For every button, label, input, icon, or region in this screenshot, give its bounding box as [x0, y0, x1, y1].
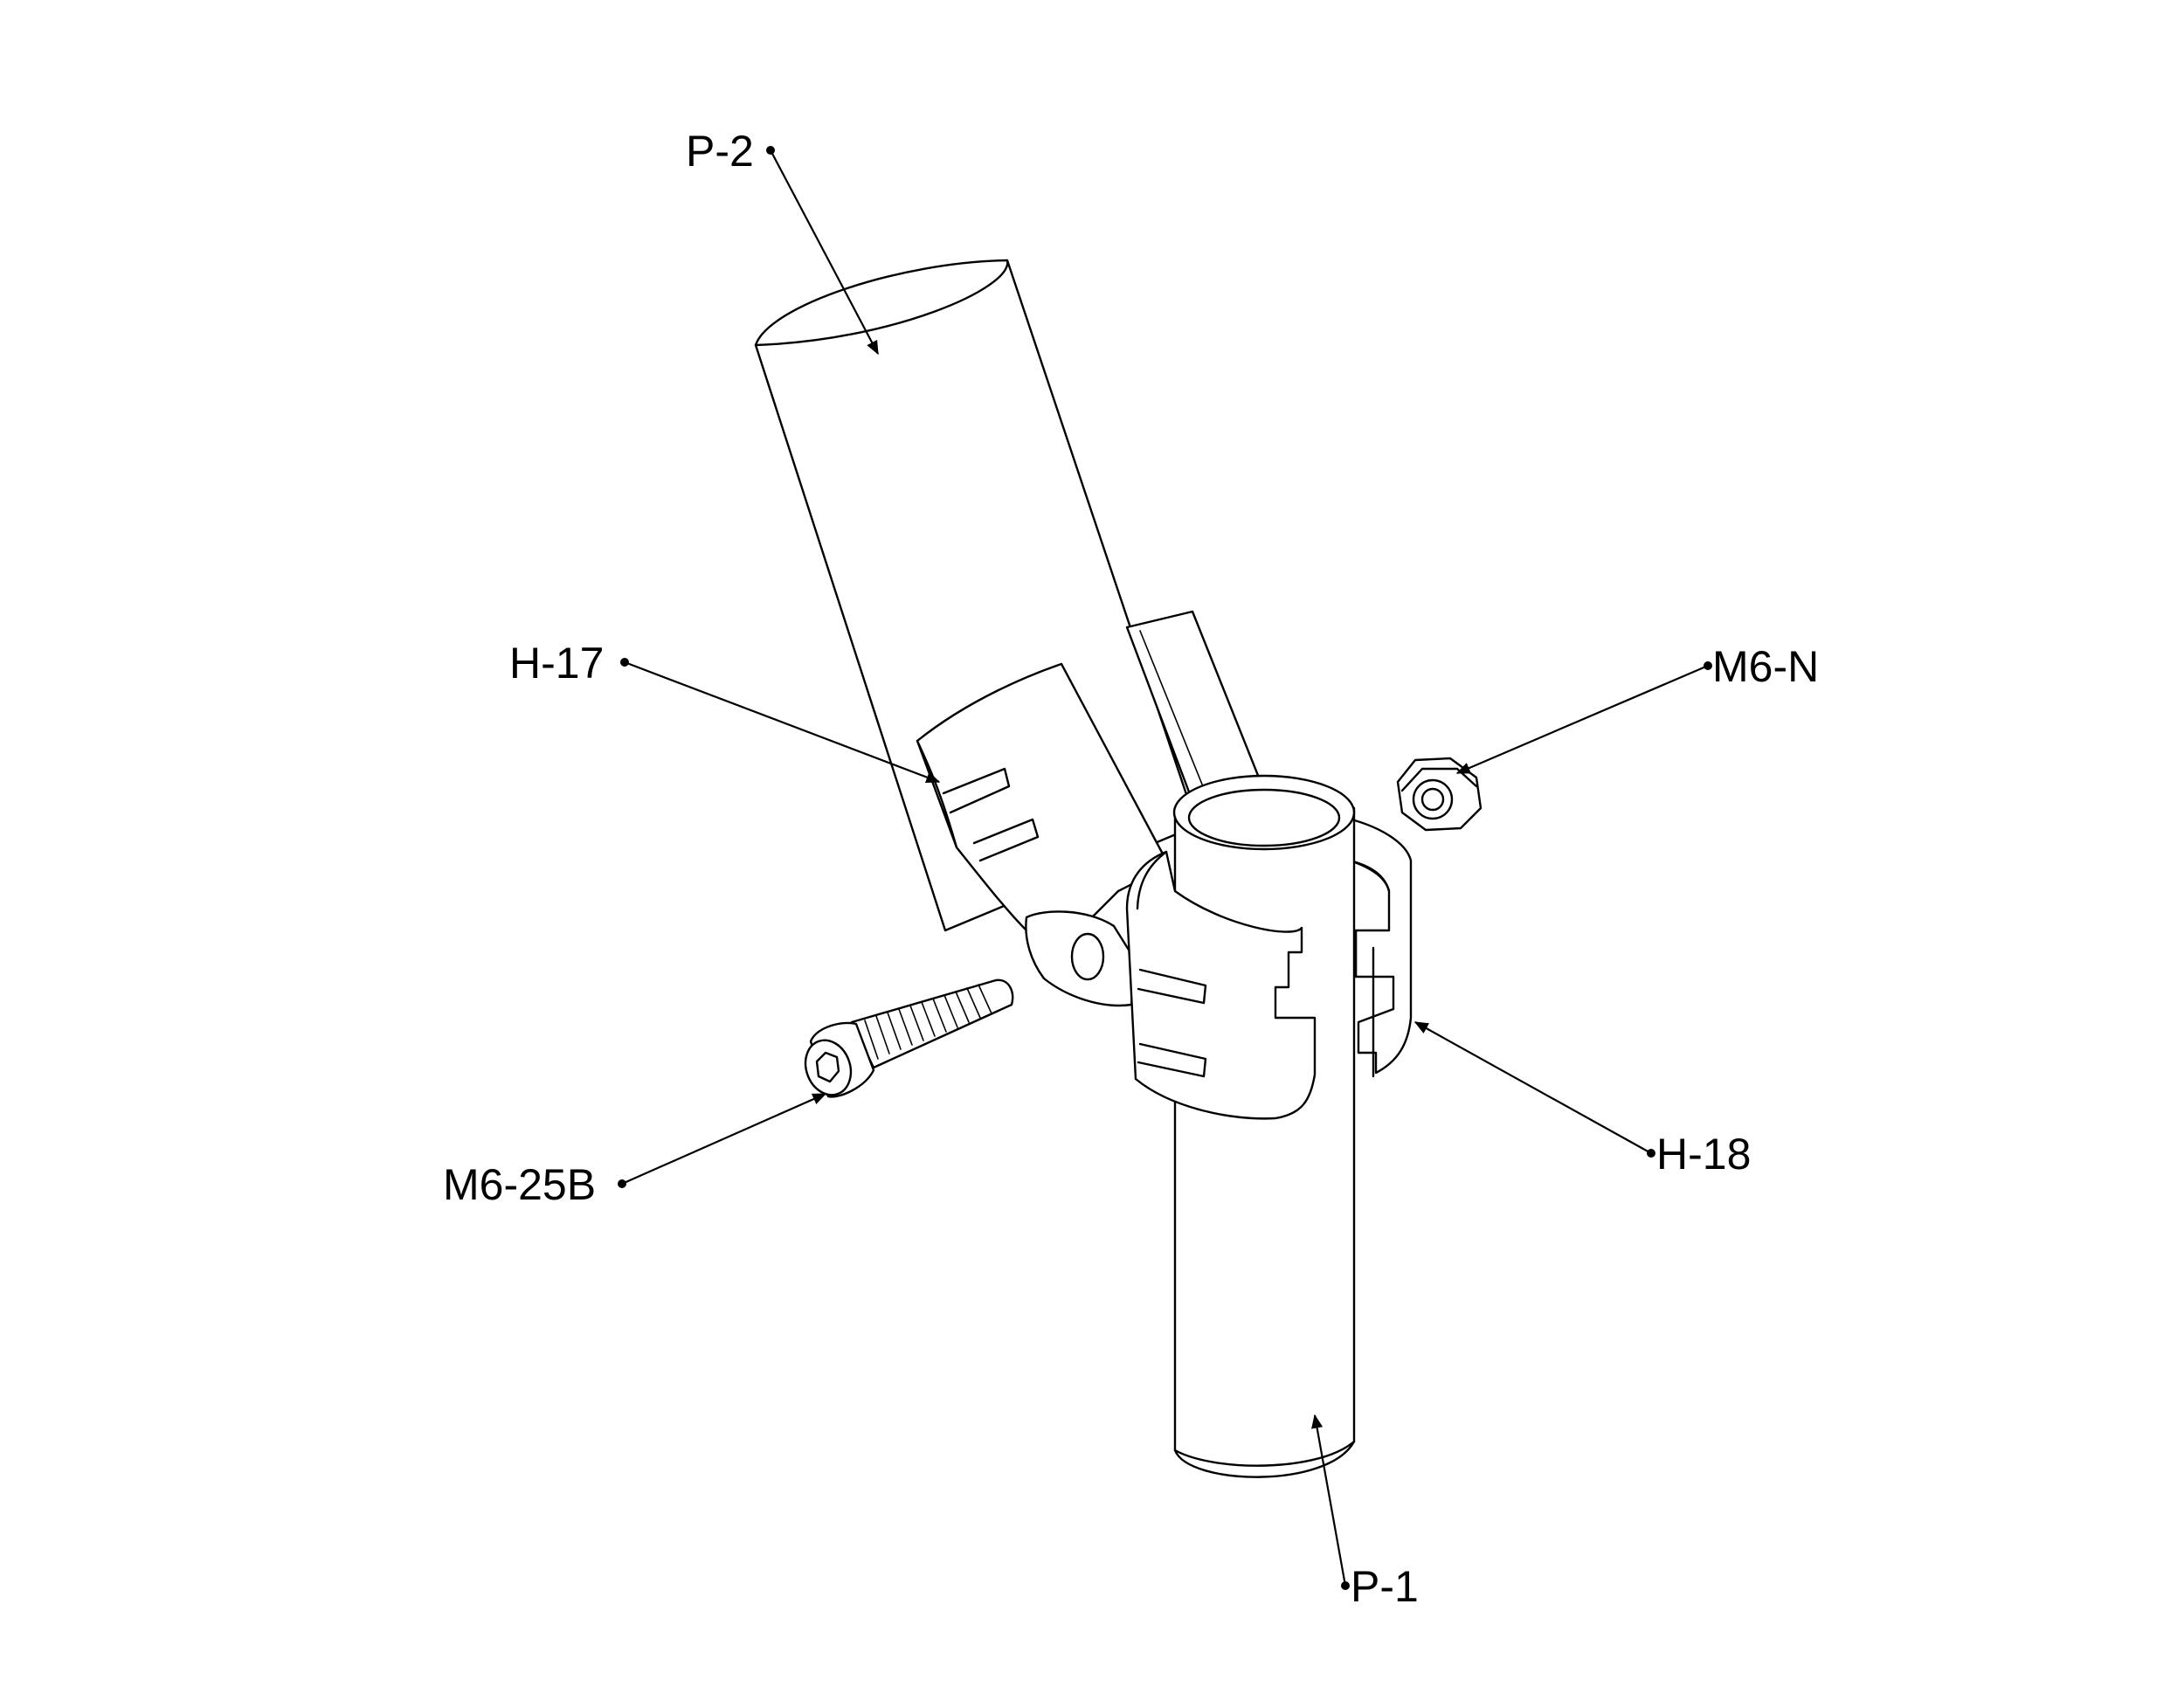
callout-m625b: M6-25B — [443, 1160, 596, 1209]
pipe-p1 — [1172, 774, 1356, 1478]
leader-h18 — [1413, 1021, 1652, 1154]
callout-dots — [618, 146, 1712, 1590]
nut-m6n — [1396, 757, 1482, 832]
callout-h17: H-17 — [509, 639, 604, 688]
clamp-h17-band — [1125, 850, 1317, 1120]
callout-p2: P-2 — [686, 127, 754, 176]
clamp-h17 — [916, 662, 1168, 1007]
leader-p1 — [1311, 1414, 1347, 1587]
leader-lines — [621, 149, 1709, 1587]
callout-m6n: M6-N — [1712, 642, 1819, 691]
leader-m625b — [621, 1092, 827, 1186]
clamp-h18 — [1339, 815, 1413, 1078]
leader-h17 — [624, 660, 941, 784]
leader-m6n — [1455, 664, 1709, 775]
callout-h18: H-18 — [1656, 1130, 1751, 1179]
bolt-m625b — [804, 978, 1014, 1098]
leader-p2 — [770, 149, 879, 356]
callout-p1: P-1 — [1351, 1562, 1419, 1611]
